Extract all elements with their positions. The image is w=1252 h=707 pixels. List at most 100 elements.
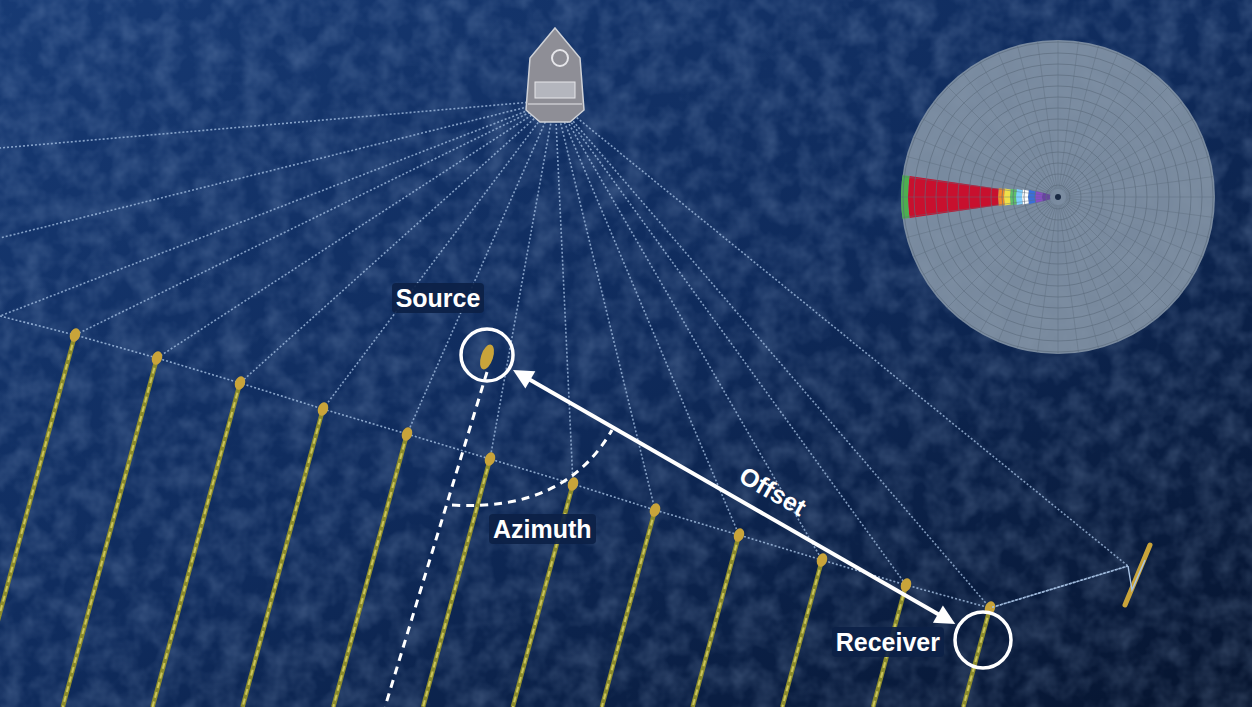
rose-spoke [1058,205,1059,354]
tow-line [555,100,739,535]
tow-line [555,100,906,585]
streamer-cable [423,459,490,707]
paravane-bridle [1128,560,1145,590]
rose-spoke [1017,205,1056,349]
rose-spoke [998,204,1055,342]
spreader-line [0,316,1128,608]
streamer-cable [333,434,407,707]
receiver-marker: Receiver [953,610,1013,670]
rose-spoke [902,198,1050,217]
marker-label: Source [392,283,485,313]
streamer-cable [963,608,990,707]
streamer-cable [63,358,157,707]
streamer-cable [423,459,490,707]
rose-spoke [947,86,1052,191]
tow-line [157,100,555,358]
rose-spoke [1058,40,1059,189]
rose-spoke [1064,202,1182,293]
rose-spoke [913,200,1051,257]
rose-spoke [1066,156,1210,195]
streamer-cable [243,409,323,707]
tow-line [555,100,573,484]
offset-arrow [513,370,955,624]
streamer-buoy [233,375,247,392]
streamer-cable [0,335,75,707]
azimuth-arc [452,430,612,506]
rose-spoke [922,119,1051,194]
survey-lines [0,28,1215,707]
marker-ring [461,329,513,381]
marker-label: Receiver [832,627,944,657]
streamer-cable [0,335,75,707]
tow-line [555,100,655,510]
marker-circle [459,327,515,383]
vessel-hull [526,28,584,122]
rose-spoke [962,72,1053,190]
streamer-buoy [316,401,330,418]
rose-spoke [962,203,1053,321]
streamer-buoy [648,502,662,519]
rose-spoke [1017,45,1056,189]
rose-spoke [1061,204,1118,342]
tow-line [490,100,555,459]
rose-spoke [1063,72,1154,190]
rose-spoke [1064,86,1169,191]
streamer-cable [693,535,739,707]
rose-spoke [1059,205,1078,353]
streamer-cable [782,560,822,707]
rose-diagram [901,40,1215,354]
vessel [526,28,584,122]
streamer-buoy [68,327,82,344]
rose-spoke [901,197,1050,198]
rose-spoke [913,137,1051,194]
marker-circle [953,610,1013,670]
streamer-buoy [815,552,829,569]
rose-spoke [1066,177,1214,196]
marker-ring [955,612,1011,668]
rose-spoke [933,101,1051,192]
streamer-cable [63,358,157,707]
source-marker: Source [459,327,515,383]
north-reference [385,372,487,707]
rose-spoke [980,204,1055,333]
vessel-helideck [552,50,568,66]
rose-spoke [1065,200,1203,257]
streamer-buoy [483,451,497,468]
tow-line [0,100,555,316]
streamer-buoy [400,426,414,443]
rose-spoke [906,199,1050,238]
tow-line [240,100,555,383]
rose-spoke [947,203,1052,308]
tow-line [407,100,555,434]
streamer-buoy [566,476,580,493]
rose-spoke [1060,45,1099,189]
streamer-buoy [732,527,746,544]
streamer-cable [782,560,822,707]
streamer-cable [243,409,323,707]
rose-spoke [1065,201,1194,276]
tow-line [323,100,555,409]
tow-line [0,100,555,238]
tow-line [75,100,555,335]
source-array [477,343,496,371]
streamer-cable [602,510,655,707]
rose-spoke [1060,205,1099,349]
streamer-cable [153,383,240,707]
streamer-cable [333,434,407,707]
arrow-head [513,370,535,389]
vessel-deck-line [528,104,582,105]
rose-spoke [1038,41,1057,189]
rose-spoke [933,202,1051,293]
streamer-cable [602,510,655,707]
tow-line [990,566,1128,608]
vessel-deckhouse [535,82,575,98]
rose-spoke [906,156,1050,195]
rose-spoke [1062,61,1137,190]
rose-spoke [1065,137,1203,194]
paravane [1125,545,1150,605]
